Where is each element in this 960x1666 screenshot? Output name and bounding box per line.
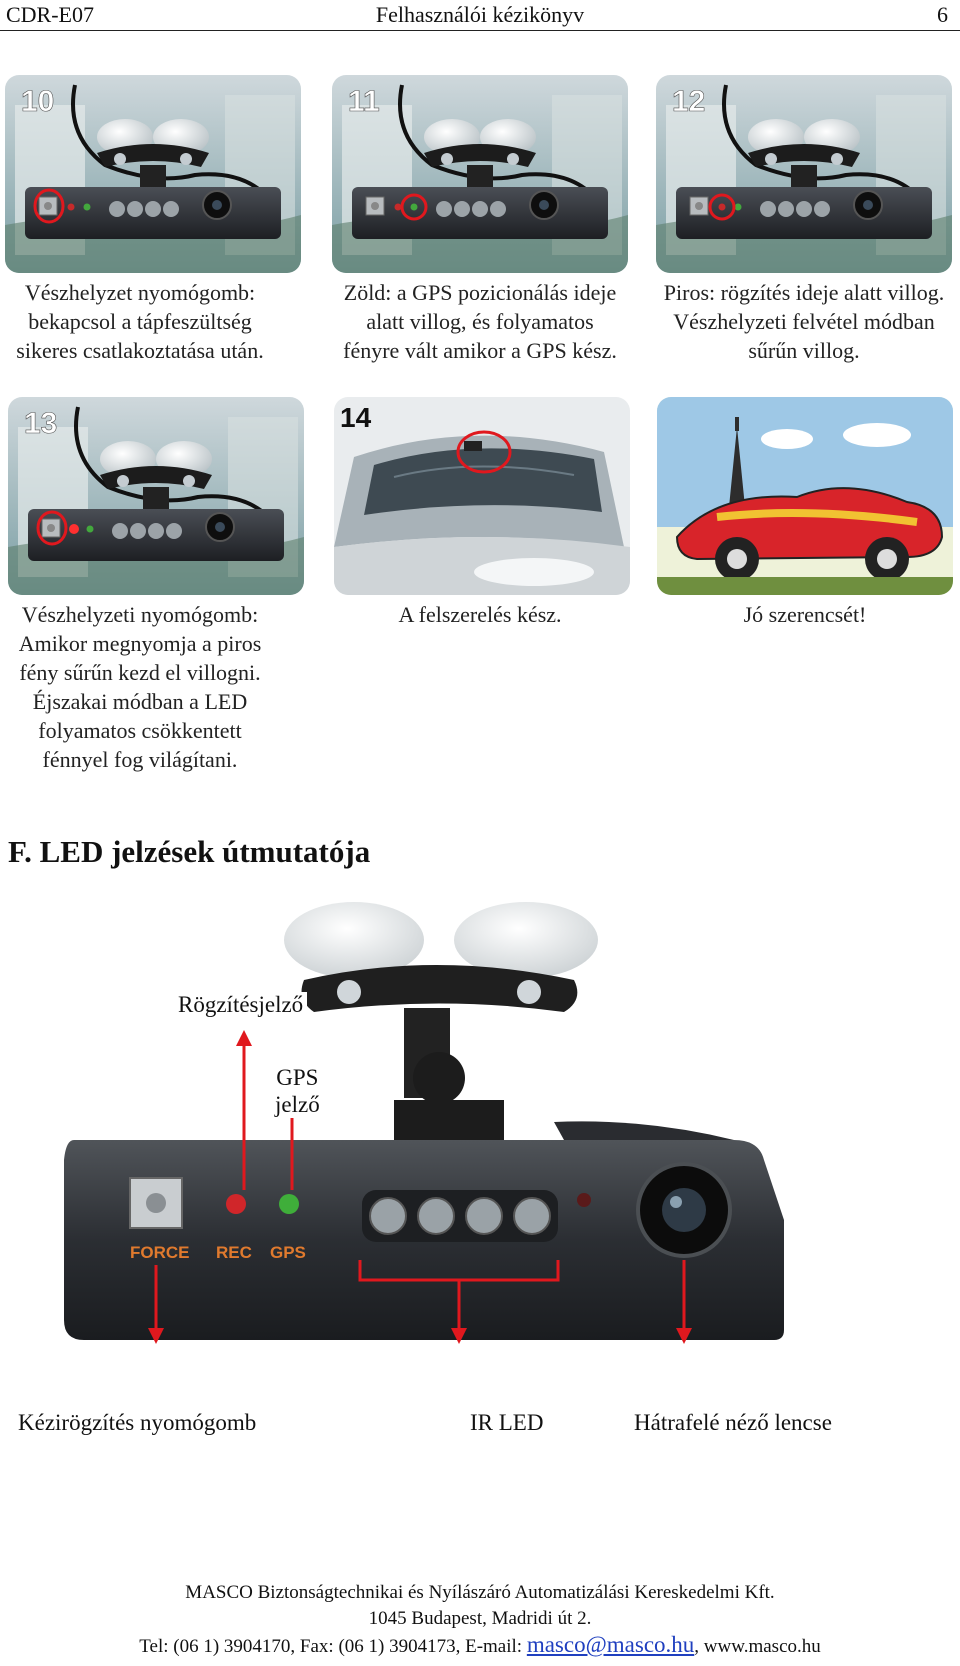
footer-contact: Tel: (06 1) 3904170, Fax: (06 1) 3904173… bbox=[0, 1632, 960, 1658]
page-header: CDR-E07 Felhasználói kézikönyv 6 bbox=[0, 0, 960, 31]
step-number: 14 bbox=[340, 402, 372, 433]
website: , www.masco.hu bbox=[694, 1636, 821, 1657]
step-12-photo: 12 bbox=[656, 75, 952, 273]
manual-record-button-label: Kézirögzítés nyomógomb bbox=[18, 1410, 257, 1435]
gps-indicator-line1: GPS bbox=[276, 1065, 319, 1090]
step-13-caption: Vészhelyzeti nyomógomb: Amikor megnyomja… bbox=[18, 602, 262, 772]
footer-address: 1045 Budapest, Madridi út 2. bbox=[368, 1608, 592, 1629]
gps-label: GPS bbox=[270, 1243, 306, 1262]
page-number: 6 bbox=[937, 2, 948, 27]
footer-company: MASCO Biztonságtechnikai és Nyílászáró A… bbox=[185, 1582, 775, 1603]
step-number: 11 bbox=[348, 85, 380, 118]
good-luck-cartoon bbox=[657, 397, 953, 595]
gps-indicator-line2: jelző bbox=[275, 1092, 320, 1117]
ir-led-label: IR LED bbox=[470, 1410, 544, 1435]
step-number: 13 bbox=[24, 407, 57, 440]
led-guide-illustration: FORCE REC GPS Rögzítésjelző GPS jelz bbox=[44, 900, 844, 1370]
section-title: F. LED jelzések útmutatója bbox=[8, 834, 371, 869]
force-label: FORCE bbox=[130, 1243, 190, 1262]
record-indicator-label: Rögzítésjelző bbox=[174, 992, 308, 1018]
contact-prefix: Tel: (06 1) 3904170, Fax: (06 1) 3904173… bbox=[139, 1636, 527, 1657]
rear-lens-label: Hátrafelé néző lencse bbox=[634, 1410, 832, 1435]
model-code: CDR-E07 bbox=[6, 2, 94, 27]
step-14-caption: A felszerelés kész. bbox=[398, 602, 562, 627]
step-number: 10 bbox=[21, 85, 54, 118]
step-11-photo: 11 bbox=[332, 75, 628, 273]
step-11-caption: Zöld: a GPS pozicionálás ideje alatt vil… bbox=[343, 280, 617, 363]
document-title: Felhasználói kézikönyv bbox=[375, 2, 585, 27]
step-10-photo: 10 bbox=[5, 75, 301, 273]
email-link[interactable]: masco@masco.hu bbox=[526, 1632, 695, 1657]
gps-indicator-label: GPS jelző bbox=[269, 1064, 326, 1118]
step-12-caption: Piros: rögzítés ideje alatt villog. Vész… bbox=[663, 280, 945, 363]
rec-label: REC bbox=[216, 1243, 252, 1262]
step-14-photo: 14 bbox=[334, 397, 630, 595]
step-number: 12 bbox=[672, 85, 705, 118]
good-luck-caption: Jó szerencsét! bbox=[743, 602, 867, 627]
step-13-photo: 13 bbox=[8, 397, 304, 595]
step-10-caption: Vészhelyzet nyomógomb: bekapcsol a tápfe… bbox=[16, 280, 264, 363]
